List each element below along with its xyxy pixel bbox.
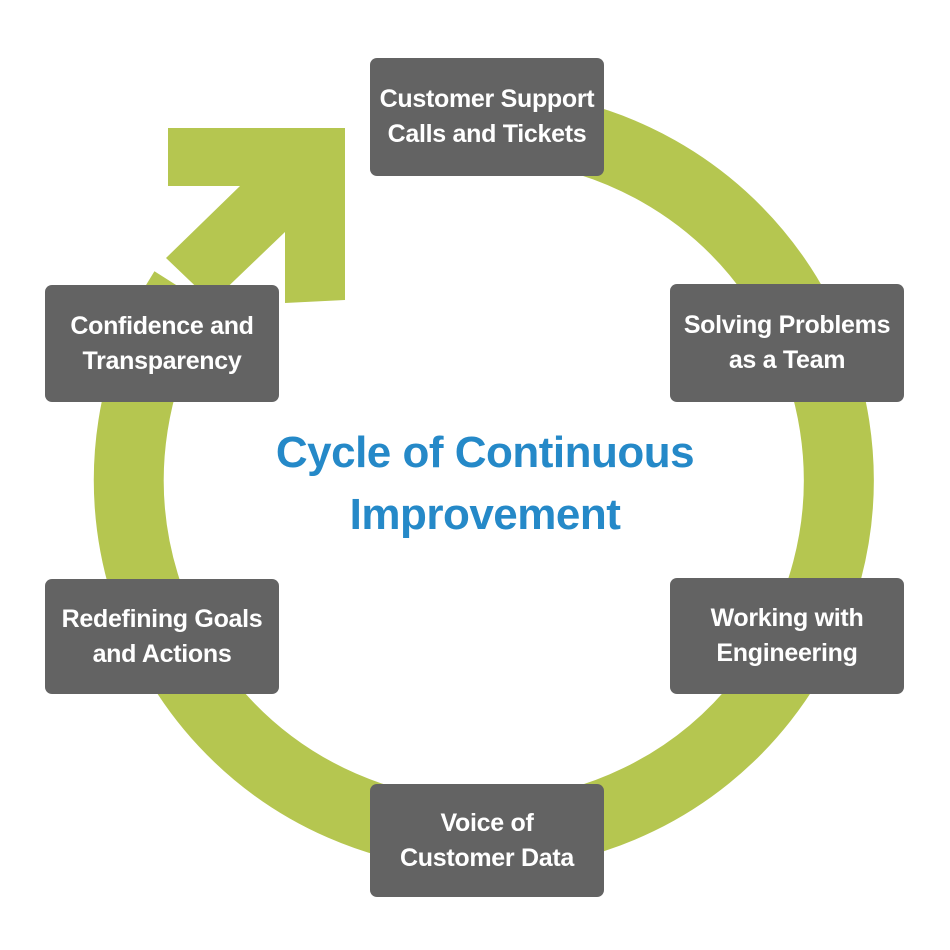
diagram-title: Cycle of Continuous Improvement xyxy=(275,428,695,539)
step-label: Voice of Customer Data xyxy=(400,808,574,872)
cycle-ring-arc xyxy=(93,92,874,871)
step-working-with-engineering: Working with Engineering xyxy=(670,578,904,694)
step-voice-of-customer: Voice of Customer Data xyxy=(370,784,604,897)
step-solving-problems: Solving Problems as a Team xyxy=(670,284,904,402)
step-redefining-goals: Redefining Goals and Actions xyxy=(45,579,279,694)
step-label: Solving Problems as a Team xyxy=(683,311,891,374)
step-label: Redefining Goals and Actions xyxy=(61,604,263,668)
cycle-arrow-icon xyxy=(166,128,345,303)
step-confidence-transparency: Confidence and Transparency xyxy=(45,285,279,402)
step-label: Working with Engineering xyxy=(710,604,864,667)
step-label: Confidence and Transparency xyxy=(70,311,254,375)
step-customer-support: Customer Support Calls and Tickets xyxy=(370,58,604,176)
step-label: Customer Support Calls and Tickets xyxy=(379,85,595,148)
